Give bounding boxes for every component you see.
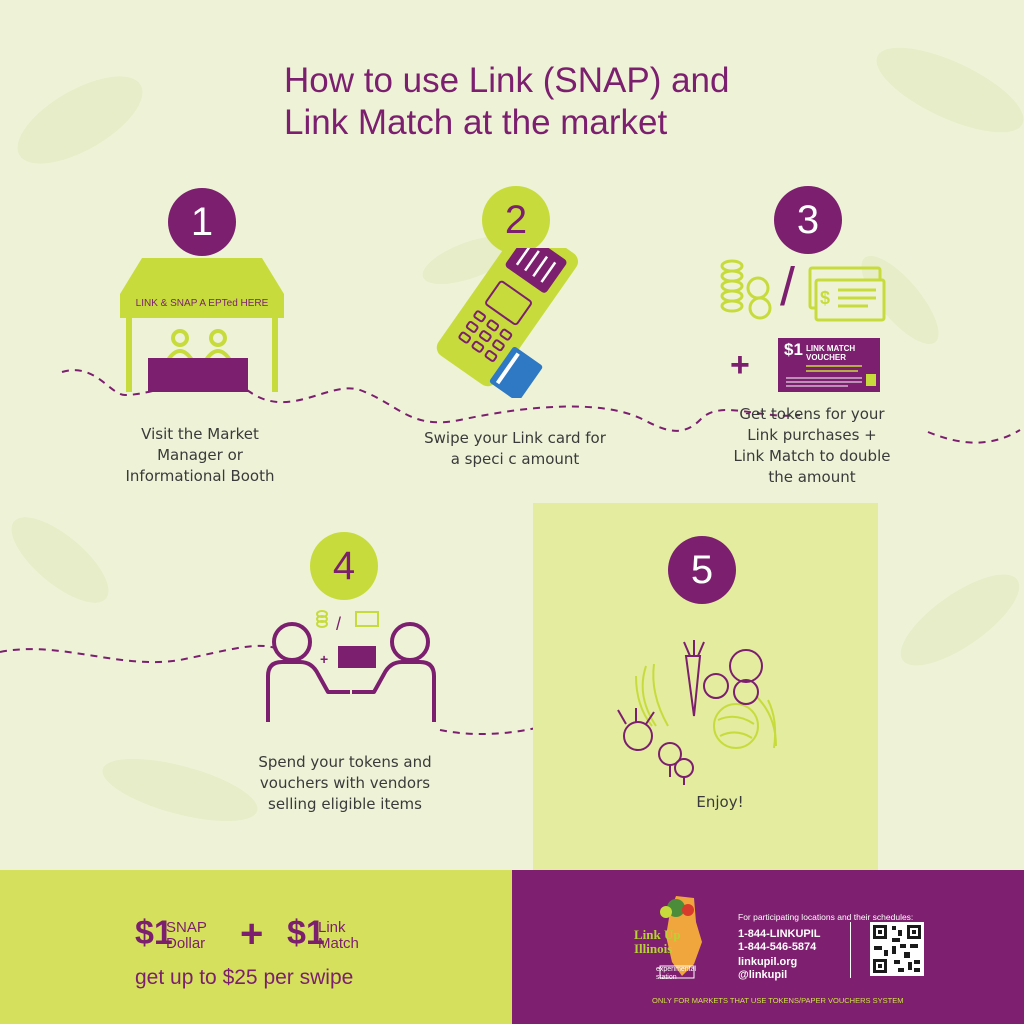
step-2-caption: Swipe your Link card for a speci c amoun… [424,429,606,468]
step-1-caption: Visit the Market Manager or Informationa… [125,425,275,485]
link-match-amount: $1 [287,914,325,952]
booth-sign: LINK & SNAP A EPTed HERE [135,298,269,309]
vegetables-icon [617,640,777,785]
qr-code-icon[interactable] [870,922,924,976]
svg-text:$: $ [820,288,830,308]
footer-tagline: get up to $25 per swipe [135,966,354,989]
step-5-caption: Enjoy! [696,793,744,811]
link-up-illinois-logo [659,896,702,979]
svg-text:+: + [320,651,328,667]
page-title: How to use Link (SNAP) and Link Match at… [284,61,730,142]
footer-divider [850,922,851,978]
website-link[interactable]: linkupil.org [738,956,798,968]
voucher-amount: $1 [784,340,803,359]
logo-text: Link Up Illinois [634,927,681,956]
step-4-number: 4 [310,532,378,600]
snap-dollar-label: SNAP Dollar [166,919,207,952]
background-foliage [11,47,1024,822]
step-3-caption: Get tokens for your Link purchases + Lin… [733,405,891,486]
footer-right-panel [512,870,1024,1024]
phone-link[interactable]: 1-844-LINKUPIL [738,928,821,940]
voucher-title: LINK MATCH VOUCHER [806,344,856,362]
footer-plus: + [240,912,264,956]
link-match-voucher-icon [778,338,880,392]
footer-left-panel [0,870,512,1024]
step-4-caption: Spend your tokens and vouchers with vend… [258,753,432,813]
step-5-number: 5 [668,536,736,604]
phone-number[interactable]: 1-844-546-5874 [738,941,817,953]
market-booth-icon [120,258,284,392]
step-2-number: 2 [482,186,550,254]
step-3-number: 3 [774,186,842,254]
card-reader-icon [436,248,579,398]
tokens-icon [720,259,772,320]
paper-voucher-icon: $ [808,266,886,322]
svg-text:/: / [336,614,341,634]
plus-icon: + [730,346,750,384]
snap-dollar-amount: $1 [135,914,173,952]
footer-note: ONLY FOR MARKETS THAT USE TOKENS/PAPER V… [652,996,904,1005]
info-heading: For participating locations and their sc… [738,912,914,922]
slash-divider: / [780,257,796,317]
logo-subtext: experimental station [656,966,697,981]
social-handle[interactable]: @linkupil [738,969,788,981]
link-match-label: Link Match [318,919,359,952]
people-exchange-icon: / + [266,610,436,722]
step-1-number: 1 [168,188,236,256]
